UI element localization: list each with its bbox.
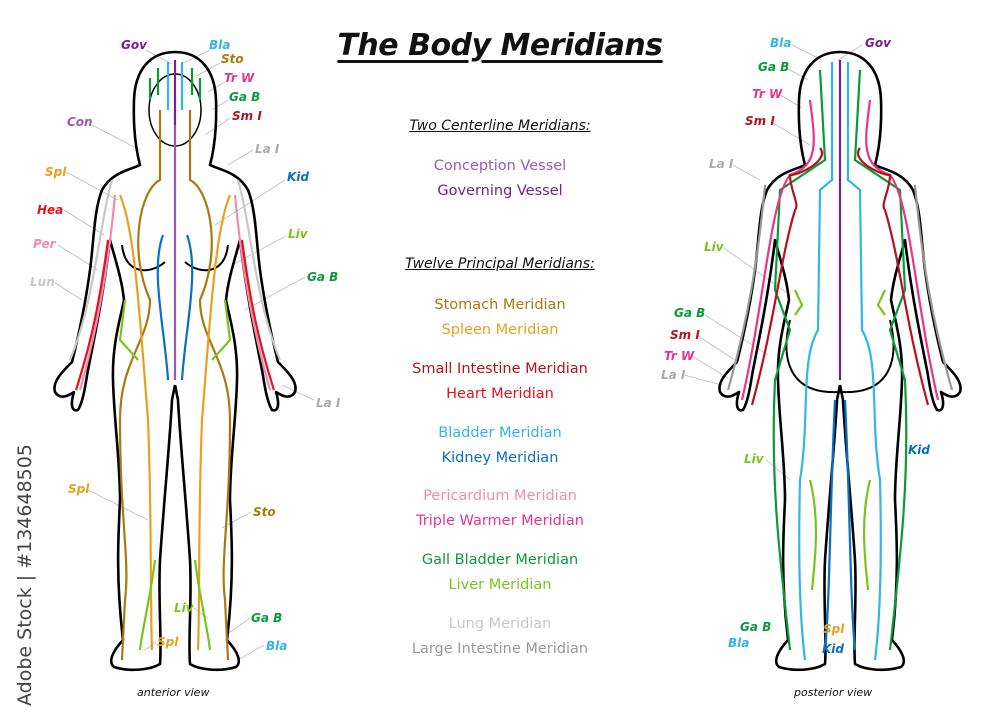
legend-pericardium: Pericardium Meridian — [423, 488, 577, 504]
legend-spleen: Spleen Meridian — [441, 322, 559, 338]
label-con: Con — [67, 115, 93, 129]
page-title: The Body Meridians — [337, 28, 663, 63]
legend-large-intestine: Large Intestine Meridian — [411, 641, 589, 657]
spl-meridian — [118, 194, 232, 651]
legend-small-intestine: Small Intestine Meridian — [412, 361, 588, 377]
label-gab: Ga B — [307, 270, 339, 284]
lai-meridian-back — [726, 184, 954, 391]
anterior-caption: anterior view — [137, 686, 210, 699]
label-gab: Ga B — [251, 611, 283, 625]
anterior-outline-left — [53, 50, 177, 672]
anterior-body — [53, 50, 297, 672]
label-liv-back: Liv — [704, 240, 724, 254]
label-spl: Spl — [157, 635, 179, 649]
legend-gall-bladder: Gall Bladder Meridian — [421, 552, 579, 568]
legend-bladder: Bladder Meridian — [438, 425, 562, 441]
bla-meridian-back — [798, 62, 882, 661]
principal-header: Twelve Principal Meridians: — [405, 256, 595, 272]
posterior-meridians — [726, 60, 954, 661]
label-sto: Sto — [253, 505, 276, 519]
legend-triple-warmer: Triple Warmer Meridian — [416, 513, 584, 529]
label-spl-back: Spl — [823, 622, 845, 636]
label-kid-back: Kid — [908, 443, 931, 457]
stock-watermark: Adobe Stock | #134648505 — [14, 444, 36, 706]
label-gab: Ga B — [229, 90, 261, 104]
label-trw-back: Tr W — [664, 349, 695, 363]
label-lun: Lun — [30, 275, 55, 289]
kid-meridian-back — [823, 399, 857, 651]
label-gab-back: Ga B — [674, 306, 706, 320]
label-spl: Spl — [45, 165, 67, 179]
label-gov-back: Gov — [865, 36, 891, 50]
label-per: Per — [33, 237, 56, 251]
gab-meridian-back — [772, 69, 908, 651]
legend-heart: Heart Meridian — [446, 386, 554, 402]
gab-meridian — [148, 68, 202, 100]
per-meridian — [78, 194, 272, 391]
label-smi-back: Sm I — [670, 328, 700, 342]
bla-meridian — [166, 62, 184, 110]
label-bla-back: Bla — [728, 636, 750, 650]
label-lai-back: La I — [661, 368, 686, 382]
smi-meridian-back — [750, 147, 930, 406]
label-lai-back: La I — [709, 157, 734, 171]
buttocks-outline — [785, 319, 895, 394]
label-kid: Kid — [287, 170, 310, 184]
legend-kidney: Kidney Meridian — [441, 450, 559, 466]
label-lai: La I — [255, 142, 280, 156]
liv-meridian — [118, 299, 232, 651]
label-gab-back: Ga B — [758, 60, 790, 74]
lun-meridian — [68, 179, 282, 361]
anterior-meridians — [68, 60, 282, 661]
label-kid-back: Kid — [822, 642, 845, 656]
liv-meridian-back — [794, 289, 886, 591]
label-bla: Bla — [209, 38, 231, 52]
label-liv: Liv — [288, 227, 308, 241]
hea-meridian — [74, 239, 276, 391]
label-gab-back: Ga B — [740, 620, 772, 634]
label-smi: Sm I — [232, 109, 262, 123]
legend-lung: Lung Meridian — [448, 616, 552, 632]
label-liv-back: Liv — [744, 452, 764, 466]
label-smi-back: Sm I — [745, 114, 775, 128]
label-gov: Gov — [121, 38, 147, 52]
label-hea: Hea — [37, 203, 64, 217]
label-spl: Spl — [68, 482, 90, 496]
kid-meridian — [156, 234, 194, 381]
sto-meridian — [118, 110, 232, 661]
label-bla: Bla — [266, 639, 288, 653]
label-liv: Liv — [174, 601, 194, 615]
chest-outline — [121, 244, 229, 272]
legend-liver: Liver Meridian — [448, 577, 552, 593]
centerline-header: Two Centerline Meridians: — [409, 118, 591, 134]
posterior-body — [718, 50, 962, 672]
legend-conception-vessel: Conception Vessel — [433, 158, 567, 174]
posterior-caption: posterior view — [794, 686, 873, 699]
trw-meridian-back — [740, 99, 940, 401]
label-lai: La I — [316, 396, 341, 410]
legend-stomach: Stomach Meridian — [434, 297, 566, 313]
legend-governing-vessel: Governing Vessel — [437, 183, 563, 199]
label-trw-back: Tr W — [752, 87, 783, 101]
label-sto: Sto — [221, 52, 244, 66]
label-trw: Tr W — [224, 71, 255, 85]
label-bla-back: Bla — [770, 36, 792, 50]
